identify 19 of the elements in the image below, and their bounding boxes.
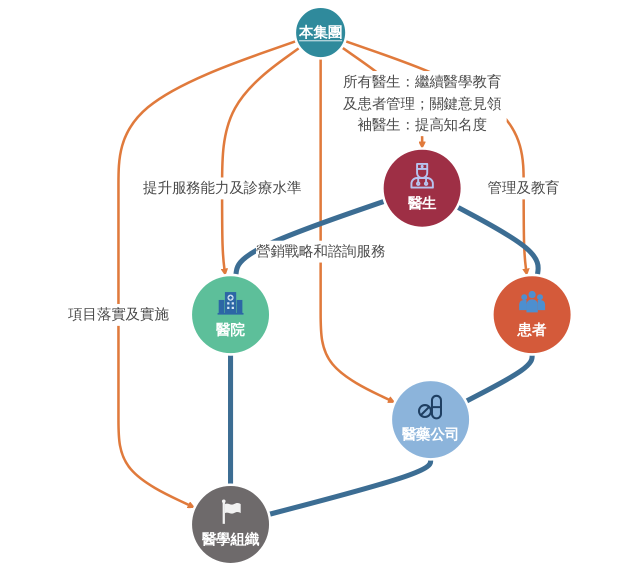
node-circle: 患者 <box>491 274 574 356</box>
connector <box>233 198 386 276</box>
arrow <box>319 58 396 403</box>
edge-label: 所有醫生：繼續醫學教育及患者管理；關鍵意見領袖醫生：提高知名度 <box>343 74 502 133</box>
edge-label: 營銷戰略和諮詢服務 <box>256 243 386 260</box>
node-circle: 醫學組織 <box>190 483 272 566</box>
node-circle: 本集團 <box>294 6 348 60</box>
node-circle: 醫生 <box>381 147 464 230</box>
connector <box>456 204 541 276</box>
node-circle: 醫院 <box>190 274 272 356</box>
connector <box>464 354 535 404</box>
edge-label: 提升服務能力及診療水準 <box>142 180 302 196</box>
node-circle: 醫藥公司 <box>390 378 472 461</box>
arrow <box>117 40 297 508</box>
connector <box>268 458 434 517</box>
edge-label: 管理及教育 <box>488 180 560 196</box>
arrow <box>220 46 300 276</box>
connector <box>228 354 234 486</box>
edge-label: 項目落實及實施 <box>68 306 169 323</box>
